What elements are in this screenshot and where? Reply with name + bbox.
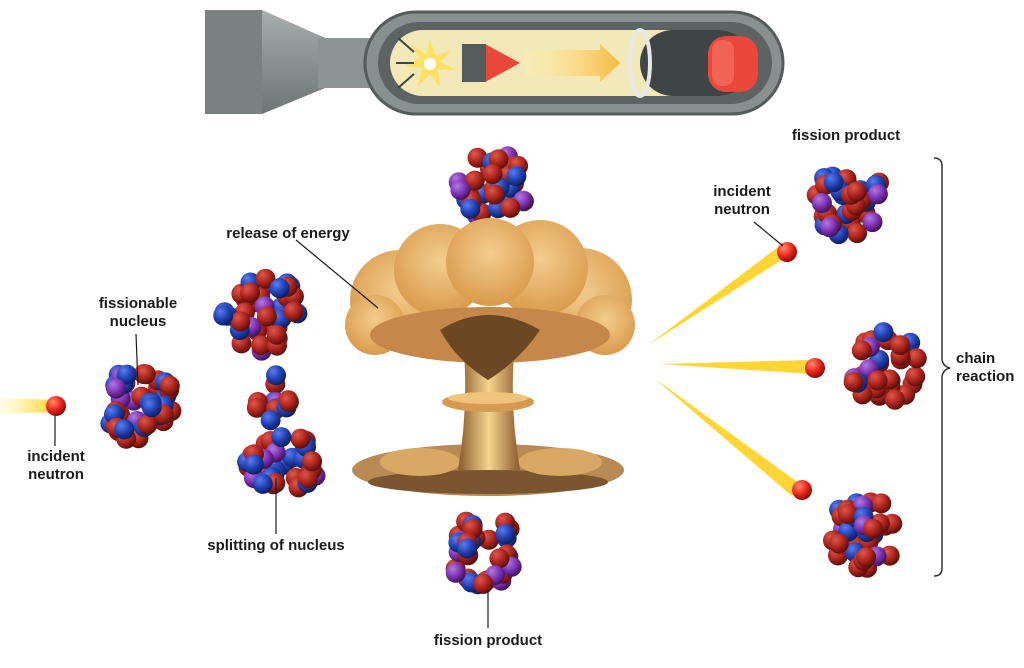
label-incident-left-line1: incident (27, 448, 85, 465)
nucleon (302, 451, 323, 472)
nucleon (464, 170, 485, 191)
fission-product-right-nucleus-2 (843, 322, 927, 410)
nucleon (106, 378, 127, 399)
nucleon (862, 518, 883, 539)
nucleon (213, 305, 234, 326)
nucleon (251, 335, 272, 356)
nucleon (260, 410, 281, 431)
fission-product-right-nucleus-1 (806, 166, 889, 245)
nucleon (159, 375, 180, 396)
label-chain-line2: reaction (956, 368, 1015, 385)
nucleon (290, 428, 311, 449)
explosion-spark-icon (404, 40, 456, 88)
nucleon (460, 198, 481, 219)
nucleon (843, 371, 864, 392)
nucleon (506, 166, 527, 187)
nucleon (266, 365, 286, 386)
nucleon (256, 306, 277, 327)
nucleon (243, 454, 264, 475)
nucleon (252, 473, 273, 494)
nucleon (905, 366, 926, 387)
nucleon (269, 278, 290, 299)
label-fissionable-nucleus: fissionable nucleus (96, 295, 180, 331)
label-incident-neutron-right: incident neutron (704, 183, 780, 219)
label-release-of-energy: release of energy (226, 225, 350, 242)
leader-lines (54, 221, 784, 628)
label-incident-neutron-left: incident neutron (20, 448, 92, 484)
nucleon (141, 397, 162, 418)
incident-neutron-left (0, 396, 66, 416)
label-fission-product-top: fission product (791, 127, 901, 144)
nucleon (283, 301, 304, 322)
nucleon (240, 282, 260, 303)
nucleon (862, 212, 883, 233)
nucleon (255, 268, 276, 289)
nucleon (811, 193, 832, 213)
nucleon (867, 370, 888, 391)
bomb-illustration (205, 10, 785, 116)
label-fissionable-line1: fissionable (98, 295, 178, 312)
nucleon (484, 184, 505, 205)
label-incident-right-line2: neutron (714, 201, 770, 218)
neutron-beams-right (648, 242, 825, 500)
chain-reaction-bracket (933, 157, 951, 577)
label-splitting-of-nucleus: splitting of nucleus (207, 537, 345, 554)
nucleon (246, 397, 267, 418)
fission-product-bottom-nucleus (445, 511, 522, 595)
nucleon (114, 419, 135, 440)
nucleon (271, 427, 292, 448)
mushroom-cloud (345, 218, 635, 496)
nucleon (851, 340, 872, 361)
label-fissionable-line2: nucleus (109, 313, 167, 330)
nucleon (266, 324, 287, 345)
splitting-nucleus (213, 268, 326, 498)
label-incident-left-line2: neutron (28, 466, 84, 483)
nucleon (297, 468, 318, 489)
nucleon (278, 392, 299, 412)
nucleon (489, 548, 510, 569)
nucleon (838, 504, 858, 524)
nucleon (445, 562, 466, 583)
fission-product-top-nucleus (448, 146, 534, 226)
nucleon (828, 533, 849, 554)
nucleon (500, 197, 521, 218)
nucleon (871, 493, 892, 514)
nucleon (890, 335, 911, 356)
nucleon (819, 217, 840, 238)
label-chain-line1: chain (956, 350, 996, 367)
label-fission-product-bottom: fission product (433, 632, 543, 649)
nucleon (856, 547, 877, 568)
fissionable-nucleus (100, 364, 182, 449)
nucleon (230, 311, 251, 332)
nucleon (457, 538, 478, 559)
fission-product-right-nucleus-3 (823, 492, 903, 578)
nucleon (495, 524, 516, 545)
label-incident-right-line1: incident (713, 183, 771, 200)
nucleon (135, 364, 156, 385)
nucleon (847, 223, 868, 244)
nucleon (873, 322, 894, 343)
label-chain-reaction: chain reaction (956, 350, 1022, 386)
nucleon (116, 364, 137, 385)
nucleon (137, 414, 158, 435)
nucleon (867, 184, 888, 205)
nucleon (450, 180, 471, 200)
nucleon (846, 181, 867, 202)
nucleon (823, 172, 844, 193)
nucleon (906, 348, 927, 369)
nucleon (473, 573, 494, 594)
nucleon (884, 389, 905, 410)
nucleon (482, 164, 503, 185)
